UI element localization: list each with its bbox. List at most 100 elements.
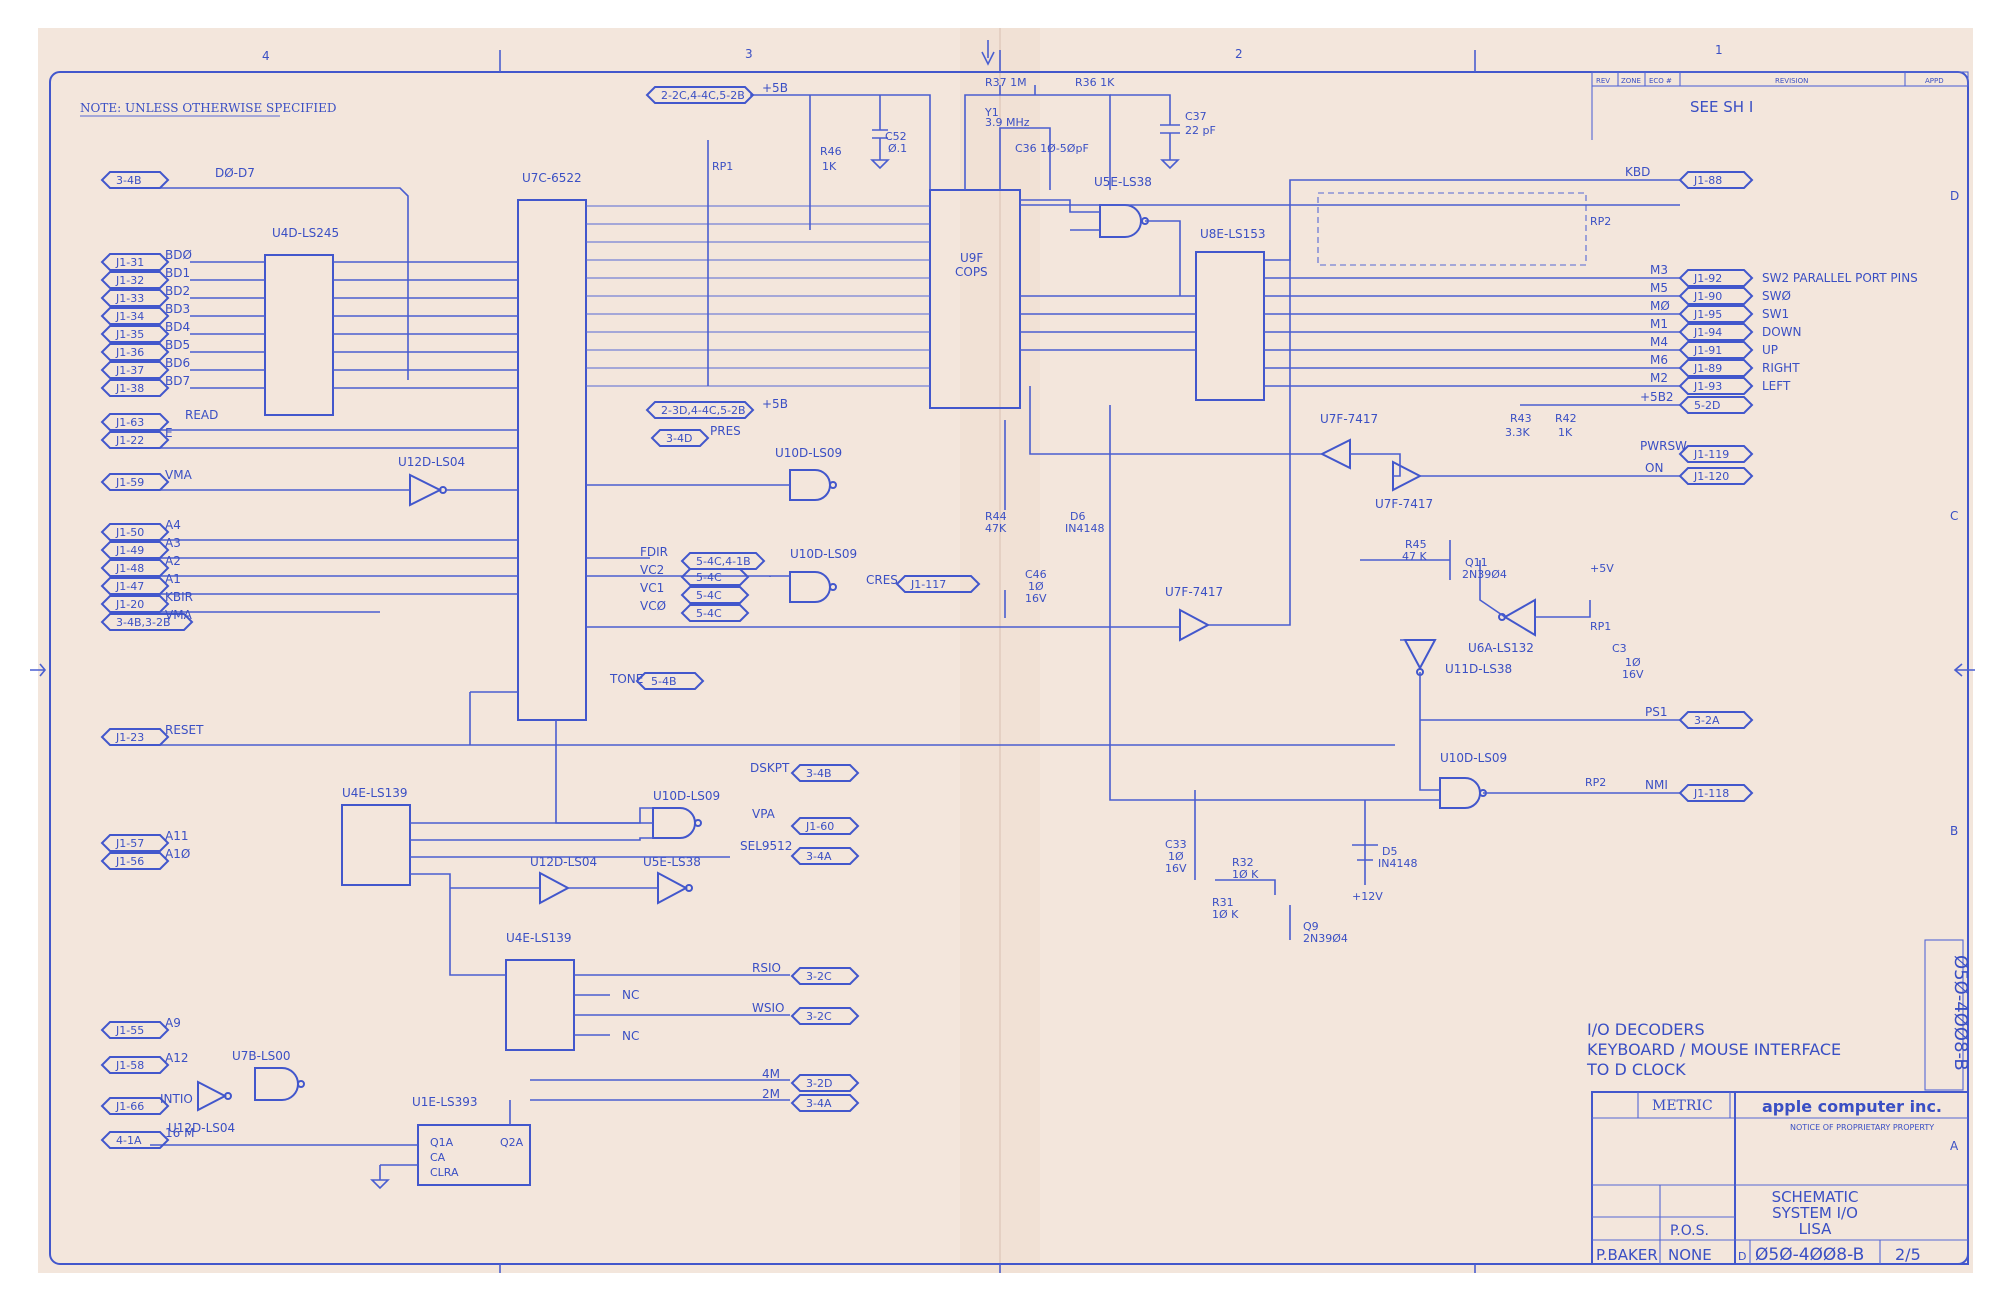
signal-description: DOWN <box>1762 325 1802 339</box>
signal-label: A1Ø <box>165 847 190 861</box>
connector-j1-22: J1-22 <box>100 431 170 449</box>
connector-j1-118: J1-118 <box>1678 784 1754 802</box>
svg-text:CA: CA <box>430 1151 446 1164</box>
row-d: D <box>1950 189 1959 203</box>
svg-text:J1-91: J1-91 <box>1693 344 1722 357</box>
signal-label: RESET <box>165 723 204 737</box>
component-label: C36 1Ø-5ØpF <box>1015 142 1089 155</box>
chip-u9f: U9F COPS <box>929 189 1021 409</box>
connector-j1-55: J1-55 <box>100 1021 170 1039</box>
svg-text:J1-35: J1-35 <box>115 328 144 341</box>
connector-j1-58: J1-58 <box>100 1056 170 1074</box>
component-label: 1Ø <box>1168 850 1184 863</box>
side-drawing-number: Ø5Ø-4ØØ8-B <box>1924 939 1971 1091</box>
offsheet-connector: 3-4A <box>790 1094 860 1112</box>
connector-j1-31: J1-31 <box>100 253 170 271</box>
row-a: A <box>1950 1139 1959 1153</box>
svg-text:J1-55: J1-55 <box>115 1024 144 1037</box>
connector-j1-47: J1-47 <box>100 577 170 595</box>
svg-text:U9F: U9F <box>960 251 983 265</box>
net-label: WSIO <box>752 1001 784 1015</box>
component-label: 1Ø <box>1625 656 1641 669</box>
svg-text:3-4A: 3-4A <box>806 850 832 863</box>
component-label: 2N39Ø4 <box>1303 932 1348 945</box>
svg-text:U1E-LS393: U1E-LS393 <box>412 1095 478 1109</box>
component-label: 16V <box>1622 668 1644 681</box>
component-label: R43 <box>1510 412 1532 425</box>
component-label: R31 <box>1212 896 1234 909</box>
svg-text:U10D-LS09: U10D-LS09 <box>790 547 857 561</box>
offsheet-connector: 3-2C <box>790 1007 860 1025</box>
connector-j1-49: J1-49 <box>100 541 170 559</box>
connector-j1-50: J1-50 <box>100 523 170 541</box>
svg-text:J1-119: J1-119 <box>1693 448 1729 461</box>
signal-label: BD5 <box>165 338 190 352</box>
sheet-number: 2/5 <box>1895 1245 1921 1264</box>
net-label: VCØ <box>640 599 666 613</box>
svg-text:U11D-LS38: U11D-LS38 <box>1445 662 1512 676</box>
component-label: R44 <box>985 510 1007 523</box>
zone-3: 3 <box>745 47 753 61</box>
component-label: Ø.1 <box>888 142 907 155</box>
connector-3-4b-3-2b: 3-4B,3-2B <box>100 613 194 631</box>
signal-label: BD7 <box>165 374 190 388</box>
metric-label: METRIC <box>1652 1098 1713 1114</box>
connector-j1-89: J1-89 <box>1678 359 1754 377</box>
component-label: 22 pF <box>1185 124 1216 137</box>
svg-text:J1-37: J1-37 <box>115 364 144 377</box>
svg-text:U4D-LS245: U4D-LS245 <box>272 226 339 240</box>
connector-j1-120: J1-120 <box>1678 467 1754 485</box>
net-label: VC2 <box>640 563 664 577</box>
connector-j1-36: J1-36 <box>100 343 170 361</box>
signal-description: SW1 <box>1762 307 1789 321</box>
connector-j1-59: J1-59 <box>100 473 170 491</box>
svg-text:J1-94: J1-94 <box>1693 326 1722 339</box>
signal-label: VMA <box>165 608 193 622</box>
offsheet-connector: 5-4B <box>635 672 705 690</box>
chip-u7c: U7C-6522 <box>517 171 587 721</box>
svg-text:J1-88: J1-88 <box>1693 174 1722 187</box>
svg-text:J1-118: J1-118 <box>1693 787 1729 800</box>
svg-text:5-4C: 5-4C <box>696 607 722 620</box>
signal-label: A4 <box>165 518 181 532</box>
chip-u1e: U1E-LS393 Q1A CA CLRA Q2A <box>412 1095 531 1186</box>
svg-text:J1-32: J1-32 <box>115 274 144 287</box>
title-block: METRIC apple computer inc. NOTICE OF PRO… <box>1591 1091 1969 1265</box>
svg-text:U10D-LS09: U10D-LS09 <box>653 789 720 803</box>
component-label: 1K <box>822 160 837 173</box>
offsheet-connector: 5-4C <box>680 586 750 604</box>
connector-j1-33: J1-33 <box>100 289 170 307</box>
signal-label: PWRSW <box>1640 439 1687 453</box>
svg-text:J1-31: J1-31 <box>115 256 144 269</box>
chip-u4e-a: U4E-LS139 <box>341 786 411 886</box>
svg-text:KEYBOARD / MOUSE INTERFACE: KEYBOARD / MOUSE INTERFACE <box>1587 1040 1841 1059</box>
signal-label: +5B2 <box>1640 390 1674 404</box>
component-label: R36 1K <box>1075 76 1115 89</box>
svg-text:J1-20: J1-20 <box>115 598 144 611</box>
svg-text:CLRA: CLRA <box>430 1166 459 1179</box>
component-label: 16V <box>1025 592 1047 605</box>
svg-text:5-2D: 5-2D <box>1694 399 1720 412</box>
signal-label: 16 M <box>165 1126 194 1140</box>
svg-text:5-4C,4-1B: 5-4C,4-1B <box>696 555 751 568</box>
svg-text:J1-50: J1-50 <box>115 526 144 539</box>
revision-entry: SEE SH I <box>1690 98 1753 116</box>
signal-label: A12 <box>165 1051 188 1065</box>
signal-label: VMA <box>165 468 193 482</box>
component-label: 3.9 MHz <box>985 116 1030 129</box>
svg-text:J1-95: J1-95 <box>1693 308 1722 321</box>
svg-text:J1-63: J1-63 <box>115 416 144 429</box>
title-line-3: LISA <box>1799 1220 1833 1238</box>
signal-label: BD4 <box>165 320 190 334</box>
svg-text:U5E-LS38: U5E-LS38 <box>643 855 701 869</box>
component-label: 3.3K <box>1505 426 1530 439</box>
component-label: Y1 <box>984 106 999 119</box>
title-line-2: SYSTEM I/O <box>1772 1204 1858 1222</box>
svg-text:U10D-LS09: U10D-LS09 <box>775 446 842 460</box>
schematic-labels: 3-4BJ1-31J1-32J1-33J1-34J1-35J1-36J1-37J… <box>100 76 1918 1149</box>
net-label: RSIO <box>752 961 781 975</box>
signal-label: BDØ <box>165 248 192 262</box>
svg-text:J1-59: J1-59 <box>115 476 144 489</box>
svg-text:U8E-LS153: U8E-LS153 <box>1200 227 1266 241</box>
